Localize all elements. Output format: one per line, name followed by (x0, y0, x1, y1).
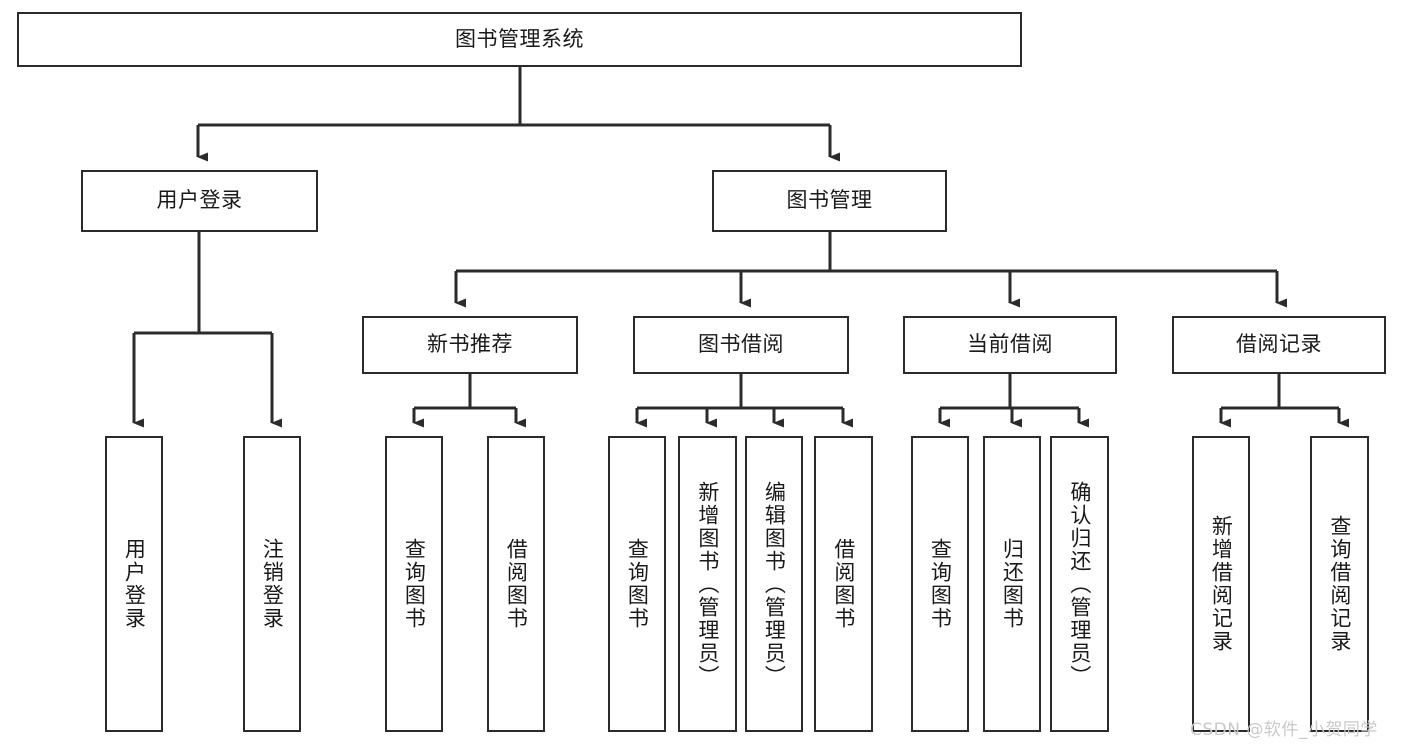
branch-borrow-to-leaves (635, 374, 853, 428)
node-user-login[interactable]: 用户登录 (81, 170, 318, 232)
node-label: 确认归还（管理员） (1067, 480, 1092, 688)
branch-new-book-to-leaves (412, 374, 526, 428)
node-leaf[interactable]: 借阅图书 (487, 436, 545, 732)
node-label: 图书管理系统 (455, 26, 584, 51)
node-leaf[interactable]: 新增借阅记录 (1192, 436, 1250, 732)
node-new-book-recommendation[interactable]: 新书推荐 (362, 316, 578, 374)
node-book-management[interactable]: 图书管理 (712, 170, 947, 232)
node-label: 用户登录 (156, 188, 243, 213)
node-label: 用户登录 (122, 538, 147, 630)
node-label: 查询图书 (402, 538, 427, 630)
node-leaf[interactable]: 确认归还（管理员） (1050, 436, 1109, 732)
branch-user-login-to-leaves (132, 232, 282, 428)
node-leaf[interactable]: 归还图书 (983, 436, 1041, 732)
node-label: 当前借阅 (967, 332, 1053, 357)
node-leaf[interactable]: 编辑图书（管理员） (745, 436, 803, 732)
node-label: 归还图书 (1000, 538, 1025, 630)
node-leaf[interactable]: 新增图书（管理员） (678, 436, 737, 732)
node-label: 图书管理 (786, 188, 873, 213)
node-label: 新增借阅记录 (1209, 515, 1234, 653)
node-leaf[interactable]: 查询图书 (911, 436, 969, 732)
node-system-title[interactable]: 图书管理系统 (17, 12, 1022, 67)
node-label: 编辑图书（管理员） (762, 480, 787, 688)
node-label: 查询图书 (928, 538, 953, 630)
node-label: 借阅图书 (504, 538, 529, 630)
branch-book-mgmt-to-level3 (454, 232, 1287, 308)
node-leaf[interactable]: 用户登录 (105, 436, 163, 732)
node-borrowing-records[interactable]: 借阅记录 (1172, 316, 1386, 374)
node-leaf[interactable]: 注销登录 (243, 436, 301, 732)
node-leaf[interactable]: 借阅图书 (814, 436, 873, 732)
node-book-borrowing[interactable]: 图书借阅 (633, 316, 849, 374)
node-leaf[interactable]: 查询借阅记录 (1310, 436, 1369, 732)
node-label: 新增图书（管理员） (695, 480, 720, 688)
node-label: 查询借阅记录 (1327, 515, 1352, 653)
node-label: 新书推荐 (427, 332, 513, 357)
node-label: 借阅图书 (831, 538, 856, 630)
node-label: 查询图书 (625, 538, 650, 630)
trunk-title-to-level2 (196, 67, 840, 162)
node-leaf[interactable]: 查询图书 (385, 436, 443, 732)
node-label: 图书借阅 (698, 332, 784, 357)
node-leaf[interactable]: 查询图书 (608, 436, 666, 732)
branch-borrow-record-to-leaves (1219, 374, 1349, 428)
branch-current-borrow-to-leaves (938, 374, 1089, 428)
node-label: 借阅记录 (1236, 332, 1322, 357)
node-current-borrowing[interactable]: 当前借阅 (903, 316, 1117, 374)
node-label: 注销登录 (260, 538, 285, 630)
